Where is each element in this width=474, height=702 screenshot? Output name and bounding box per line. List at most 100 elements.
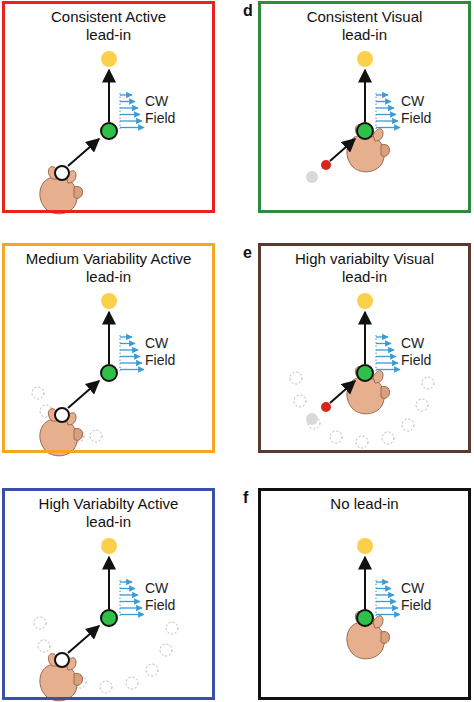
force-field-arrow (376, 120, 398, 121)
field-label: CW Field (401, 335, 443, 369)
start-position (34, 617, 46, 629)
lead-in-arrow (68, 381, 99, 408)
start-position (160, 644, 172, 656)
force-field-arrow (120, 336, 132, 337)
start-position (32, 387, 44, 399)
start-circle (55, 408, 69, 422)
reach-arrow (364, 70, 366, 122)
panel-letter: f (243, 489, 248, 507)
reach-arrow (108, 70, 110, 122)
lead-in-arrow (330, 381, 355, 403)
force-field-arrow (376, 594, 394, 595)
via-point (101, 610, 117, 626)
start-position (402, 419, 414, 431)
start-position (330, 431, 342, 443)
target (357, 51, 373, 67)
force-field-arrow (120, 343, 135, 344)
force-field-arrow (120, 127, 144, 128)
force-field-arrow (120, 581, 132, 582)
force-field-arrow (120, 94, 132, 95)
force-field-arrow (120, 601, 140, 602)
target (101, 293, 117, 309)
hand (40, 409, 83, 456)
panel-box: Consistent Active lead-in (2, 1, 215, 213)
panel-title: Consistent Active lead-in (34, 8, 184, 44)
panel-title: Consistent Visual lead-in (290, 8, 440, 44)
force-field-arrow (376, 114, 396, 115)
force-field-arrow (120, 614, 144, 615)
via-point (357, 365, 373, 381)
panel-box: High Variabilty Active lead-in (2, 488, 215, 700)
force-field-arrow (120, 120, 142, 121)
force-field-arrow (120, 101, 135, 102)
target (101, 51, 117, 67)
force-field-arrow (120, 594, 138, 595)
field-label: CW Field (401, 93, 443, 127)
force-field-arrow (376, 101, 391, 102)
field-label: CW Field (401, 580, 443, 614)
start-position (90, 430, 102, 442)
start-circle (55, 653, 69, 667)
force-field-arrow (376, 601, 396, 602)
force-field-arrow (376, 588, 391, 589)
force-field-arrow (376, 127, 400, 128)
hand (40, 654, 83, 701)
start-position (126, 677, 138, 689)
field-spine (120, 335, 121, 371)
target (357, 293, 373, 309)
start-dot (306, 171, 318, 183)
via-point (101, 123, 117, 139)
reach-arrow (108, 312, 110, 364)
force-field-arrow (376, 336, 388, 337)
reach-arrow (364, 312, 366, 364)
target (357, 538, 373, 554)
panel-box: fNo lead-in (258, 488, 471, 700)
start-position (294, 395, 306, 407)
lead-in-arrow (68, 626, 99, 653)
force-field-arrow (120, 588, 135, 589)
force-field-arrow (376, 614, 400, 615)
force-field-arrow (376, 362, 398, 363)
field-spine (120, 580, 121, 616)
force-field-arrow (376, 107, 394, 108)
lead-in-arrow (68, 139, 99, 166)
panel-letter: e (243, 244, 252, 262)
panel-title: Medium Variability Active lead-in (9, 250, 209, 286)
panel-box: Medium Variability Active lead-in (2, 243, 215, 453)
force-field-arrow (376, 349, 394, 350)
via-point (101, 365, 117, 381)
force-field-arrow (120, 349, 138, 350)
start-position (166, 622, 178, 634)
panel-title: High variabilty Visual lead-in (277, 250, 452, 286)
force-field-arrow (376, 356, 396, 357)
reach-arrow (108, 557, 110, 609)
panel-letter: d (243, 2, 253, 20)
force-field-arrow (120, 607, 142, 608)
cursor-dot (321, 402, 331, 412)
hand (40, 167, 83, 214)
start-position (38, 640, 50, 652)
via-point (357, 610, 373, 626)
force-field-arrow (376, 343, 391, 344)
panel-box: dConsistent Visual lead-in (258, 1, 471, 213)
force-field-arrow (376, 369, 400, 370)
field-label: CW Field (145, 335, 187, 369)
panel-title: No lead-in (275, 495, 455, 513)
panel-box: eHigh variabilty Visual lead-in (258, 243, 471, 453)
field-label: CW Field (145, 93, 187, 127)
lead-in-arrow (330, 139, 355, 161)
field-label: CW Field (145, 580, 187, 614)
field-spine (376, 93, 377, 129)
target (101, 538, 117, 554)
force-field-arrow (120, 369, 144, 370)
force-field-arrow (120, 356, 140, 357)
start-position (422, 377, 434, 389)
force-field-arrow (376, 581, 388, 582)
force-field-arrow (120, 362, 142, 363)
cursor-dot (321, 160, 331, 170)
field-spine (376, 580, 377, 616)
start-position (356, 436, 368, 448)
force-field-arrow (120, 114, 140, 115)
force-field-arrow (120, 107, 138, 108)
start-position (416, 399, 428, 411)
